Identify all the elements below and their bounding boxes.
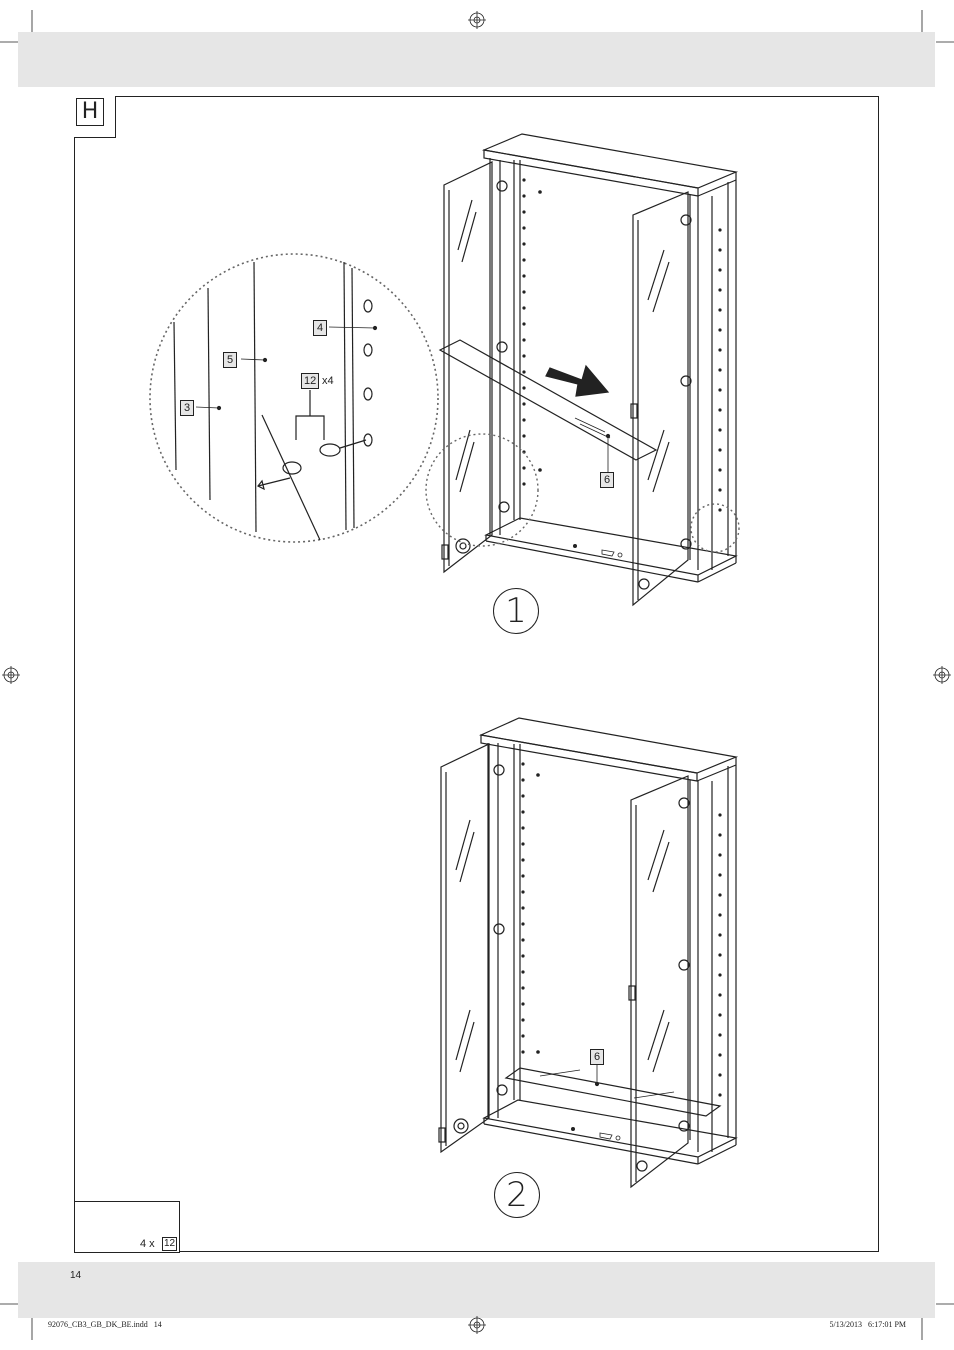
registration-mark-bottom [468,1316,486,1334]
insert-arrow [545,364,610,397]
footer-band [18,1262,935,1318]
instruction-frame [74,96,879,1252]
step-letter: H [76,98,104,126]
callout-part-12-qty: x4 [322,375,334,387]
parts-needed-part: 12 [162,1237,178,1251]
glass-shelf-fig2 [504,1067,722,1117]
detail-magnifier [149,253,439,543]
pin-holes-left-fig2 [521,762,540,1054]
file-name: 92076_CB3_GB_DK_BE.indd 14 [48,1320,162,1329]
cabinet-figure-2 [438,717,739,1189]
registration-mark-left [2,666,20,684]
header-band [18,32,935,87]
step-letter-box [74,96,116,138]
hinges-fig1 [455,180,692,590]
callout-part-5: 5 [223,352,238,368]
callout-part-6-fig2: 6 [590,1049,605,1065]
cabinet-figure-1 [425,133,740,607]
callout-part-4: 4 [313,320,328,336]
registration-mark-top [468,11,486,29]
sub-step-1: 1 [493,588,539,634]
file-timestamp: 5/13/2013 6:17:01 PM [829,1320,906,1329]
pin-holes-left-fig1 [522,178,542,486]
pin-holes-right-fig2 [718,813,722,1097]
hinges-fig2 [453,764,690,1172]
crop-marks [0,10,954,1340]
callout-part-6-fig1: 6 [600,472,615,488]
registration-mark-right [933,666,951,684]
parts-needed-qty: 4 x [140,1238,155,1250]
sub-step-2: 2 [494,1172,540,1218]
page-number: 14 [70,1270,82,1281]
glass-shelf-fig1 [438,339,658,461]
callout-part-12: 12 [301,373,320,389]
pin-holes-right-fig1 [718,228,722,512]
callout-part-3: 3 [180,400,195,416]
